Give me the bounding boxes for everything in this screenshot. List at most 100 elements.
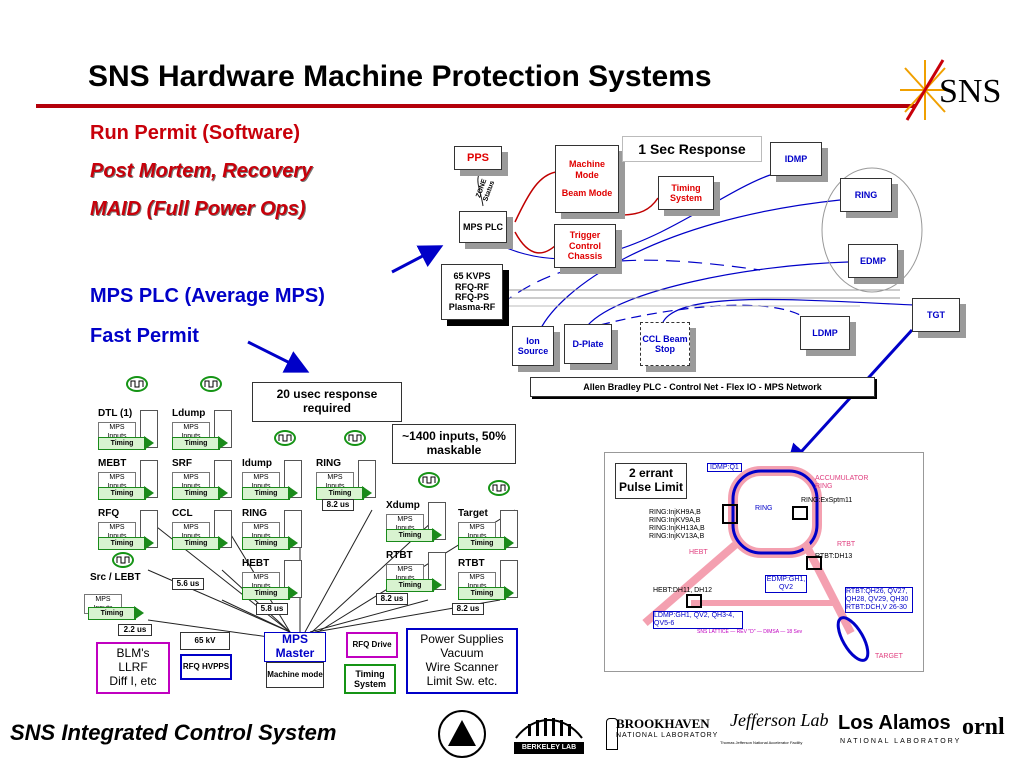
network-label: Allen Bradley PLC - Control Net - Flex I… xyxy=(530,377,875,397)
timing-arrow: Timing xyxy=(242,586,302,600)
timing-arrow: Timing xyxy=(242,486,302,500)
pulse-generator-icon xyxy=(200,376,222,392)
us-8-2-a: 8.2 us xyxy=(322,499,354,511)
us-8-2-b: 8.2 us xyxy=(376,593,408,605)
dplate-box: D-Plate xyxy=(564,324,612,364)
berkeley-text: BERKELEY LAB xyxy=(514,742,584,754)
berkeley-logo: BERKELEY LAB xyxy=(514,710,584,758)
timing-label: Timing xyxy=(386,529,434,542)
arrow-icon xyxy=(288,586,298,600)
rfq-drive-box: RFQ Drive xyxy=(346,632,398,658)
timing-arrow: Timing xyxy=(458,586,518,600)
rtbt-q-label: RTBT:QH26, QV27, QH28, QV29, QH30 RTBT:D… xyxy=(845,587,913,613)
timing-arrow: Timing xyxy=(386,528,446,542)
rfq-hvpps-box: RFQ HVPPS xyxy=(180,654,232,680)
kvps-line-1: 65 KVPS xyxy=(453,271,491,282)
timing-label: Timing xyxy=(386,579,434,592)
power-line-3: Wire Scanner xyxy=(425,660,499,674)
mps-panel-label: Ldump xyxy=(172,408,206,419)
ldmp-gh-label: LDMP:GH1, QV2, QH3-4, QV5-6 xyxy=(653,611,743,629)
arrow-icon xyxy=(144,536,154,550)
fast-permit-label: Fast Permit xyxy=(90,325,199,347)
timing-system-box: Timing System xyxy=(658,176,714,210)
ring-box: RING xyxy=(840,178,892,212)
inputs-label: ~1400 inputs, 50% maskable xyxy=(392,424,516,464)
brookhaven-sub: NATIONAL LABORATORY xyxy=(616,732,719,739)
brookhaven-text: BROOKHAVEN xyxy=(616,716,710,731)
injk-3: RING:InjKH13A,B xyxy=(649,525,705,532)
run-permit-label: Run Permit (Software) xyxy=(90,122,301,144)
timing-label: Timing xyxy=(172,437,220,450)
mps-master-box: MPS Master xyxy=(264,632,326,662)
timing-label: Timing xyxy=(98,487,146,500)
mps-panel-label: DTL (1) xyxy=(98,408,133,419)
pulse-generator-icon xyxy=(488,480,510,496)
sns-logo-text: SNS xyxy=(939,73,1001,110)
ldmp-box: LDMP xyxy=(800,316,850,350)
jlab-sub: Thomas Jefferson National Accelerator Fa… xyxy=(720,740,803,745)
arrow-icon xyxy=(432,578,442,592)
argonne-logo xyxy=(438,710,486,758)
timing-label: Timing xyxy=(88,607,136,620)
blm-line-3: Diff I, etc xyxy=(109,673,157,688)
arrow-icon xyxy=(362,486,372,500)
mps-panel-label: SRF xyxy=(172,458,192,469)
timing-arrow: Timing xyxy=(242,536,302,550)
timing-label: Timing xyxy=(242,587,290,600)
errant-pulse-label: 2 errant Pulse Limit xyxy=(615,463,687,499)
ornl-text: ornl xyxy=(962,714,1005,740)
post-mortem-label: Post Mortem, Recovery xyxy=(90,160,313,182)
power-line-4: Limit Sw. etc. xyxy=(426,673,498,688)
arrow-icon xyxy=(134,606,144,620)
rtbt-map-label: RTBT xyxy=(837,541,856,548)
arrow-icon xyxy=(504,586,514,600)
timing-arrow: Timing xyxy=(98,486,158,500)
timing-label: Timing xyxy=(172,537,220,550)
timing-arrow: Timing xyxy=(316,486,376,500)
timing-arrow: Timing xyxy=(98,436,158,450)
arrow-icon xyxy=(432,528,442,542)
rtbt-dh13-label: RTBT:DH13 xyxy=(815,553,853,560)
kvps-line-3: RFQ-PS xyxy=(454,292,489,302)
arrow-icon xyxy=(144,436,154,450)
timing-arrow: Timing xyxy=(98,536,158,550)
us-8-2-c: 8.2 us xyxy=(452,603,484,615)
timing-label: Timing xyxy=(458,587,506,600)
timing-label: Timing xyxy=(98,537,146,550)
target-map-label: TARGET xyxy=(875,653,903,660)
mps-panel-label: HEBT xyxy=(242,558,270,569)
ccl-beam-stop-box: CCL Beam Stop xyxy=(640,322,690,366)
pulse-generator-icon xyxy=(344,430,366,446)
machine-mode-small: Machine mode xyxy=(266,662,324,688)
mps-panel-label: RING xyxy=(316,458,341,469)
fast-response-label: 20 usec response required xyxy=(252,382,402,422)
injk-4: RING:InjKV13A,B xyxy=(649,533,705,540)
machine-mode-text: Machine Mode xyxy=(568,159,605,180)
ion-source-box: Ion Source xyxy=(512,326,554,366)
arrow-icon xyxy=(288,536,298,550)
timing-arrow: Timing xyxy=(172,436,232,450)
kvps-line-2: RFQ-RF xyxy=(455,281,489,292)
mps-panel-label: RTBT xyxy=(458,558,485,569)
pulse-generator-icon xyxy=(112,552,134,568)
injk-2: RING:InjKV9A,B xyxy=(649,517,701,524)
kvps-box: 65 KVPS RFQ-RF RFQ-PS Plasma-RF xyxy=(441,264,503,320)
arrow-icon xyxy=(218,486,228,500)
mps-panel-label: RING xyxy=(242,508,267,519)
hebt-dh-label: HEBT:DH11, DH12 xyxy=(653,587,713,594)
arrow-icon xyxy=(218,536,228,550)
us-5-6: 5.6 us xyxy=(172,578,204,590)
src-lebt-label: Src / LEBT xyxy=(90,572,141,583)
mps-panel-label: RFQ xyxy=(98,508,120,519)
machine-mode-box: Machine Mode Beam Mode xyxy=(555,145,619,213)
mps-panel-label: Idump xyxy=(242,458,272,469)
timing-label: Timing xyxy=(458,537,506,550)
pulse-generator-icon xyxy=(274,430,296,446)
blm-line-2: LLRF xyxy=(118,660,148,675)
timing-arrow: Timing xyxy=(88,606,148,620)
ring-map-ring-label: RING xyxy=(755,505,773,512)
one-sec-response-label: 1 Sec Response xyxy=(622,136,762,162)
edmp-box: EDMP xyxy=(848,244,898,278)
losalamos-text: Los Alamos xyxy=(838,712,951,734)
title-rule xyxy=(36,104,916,108)
